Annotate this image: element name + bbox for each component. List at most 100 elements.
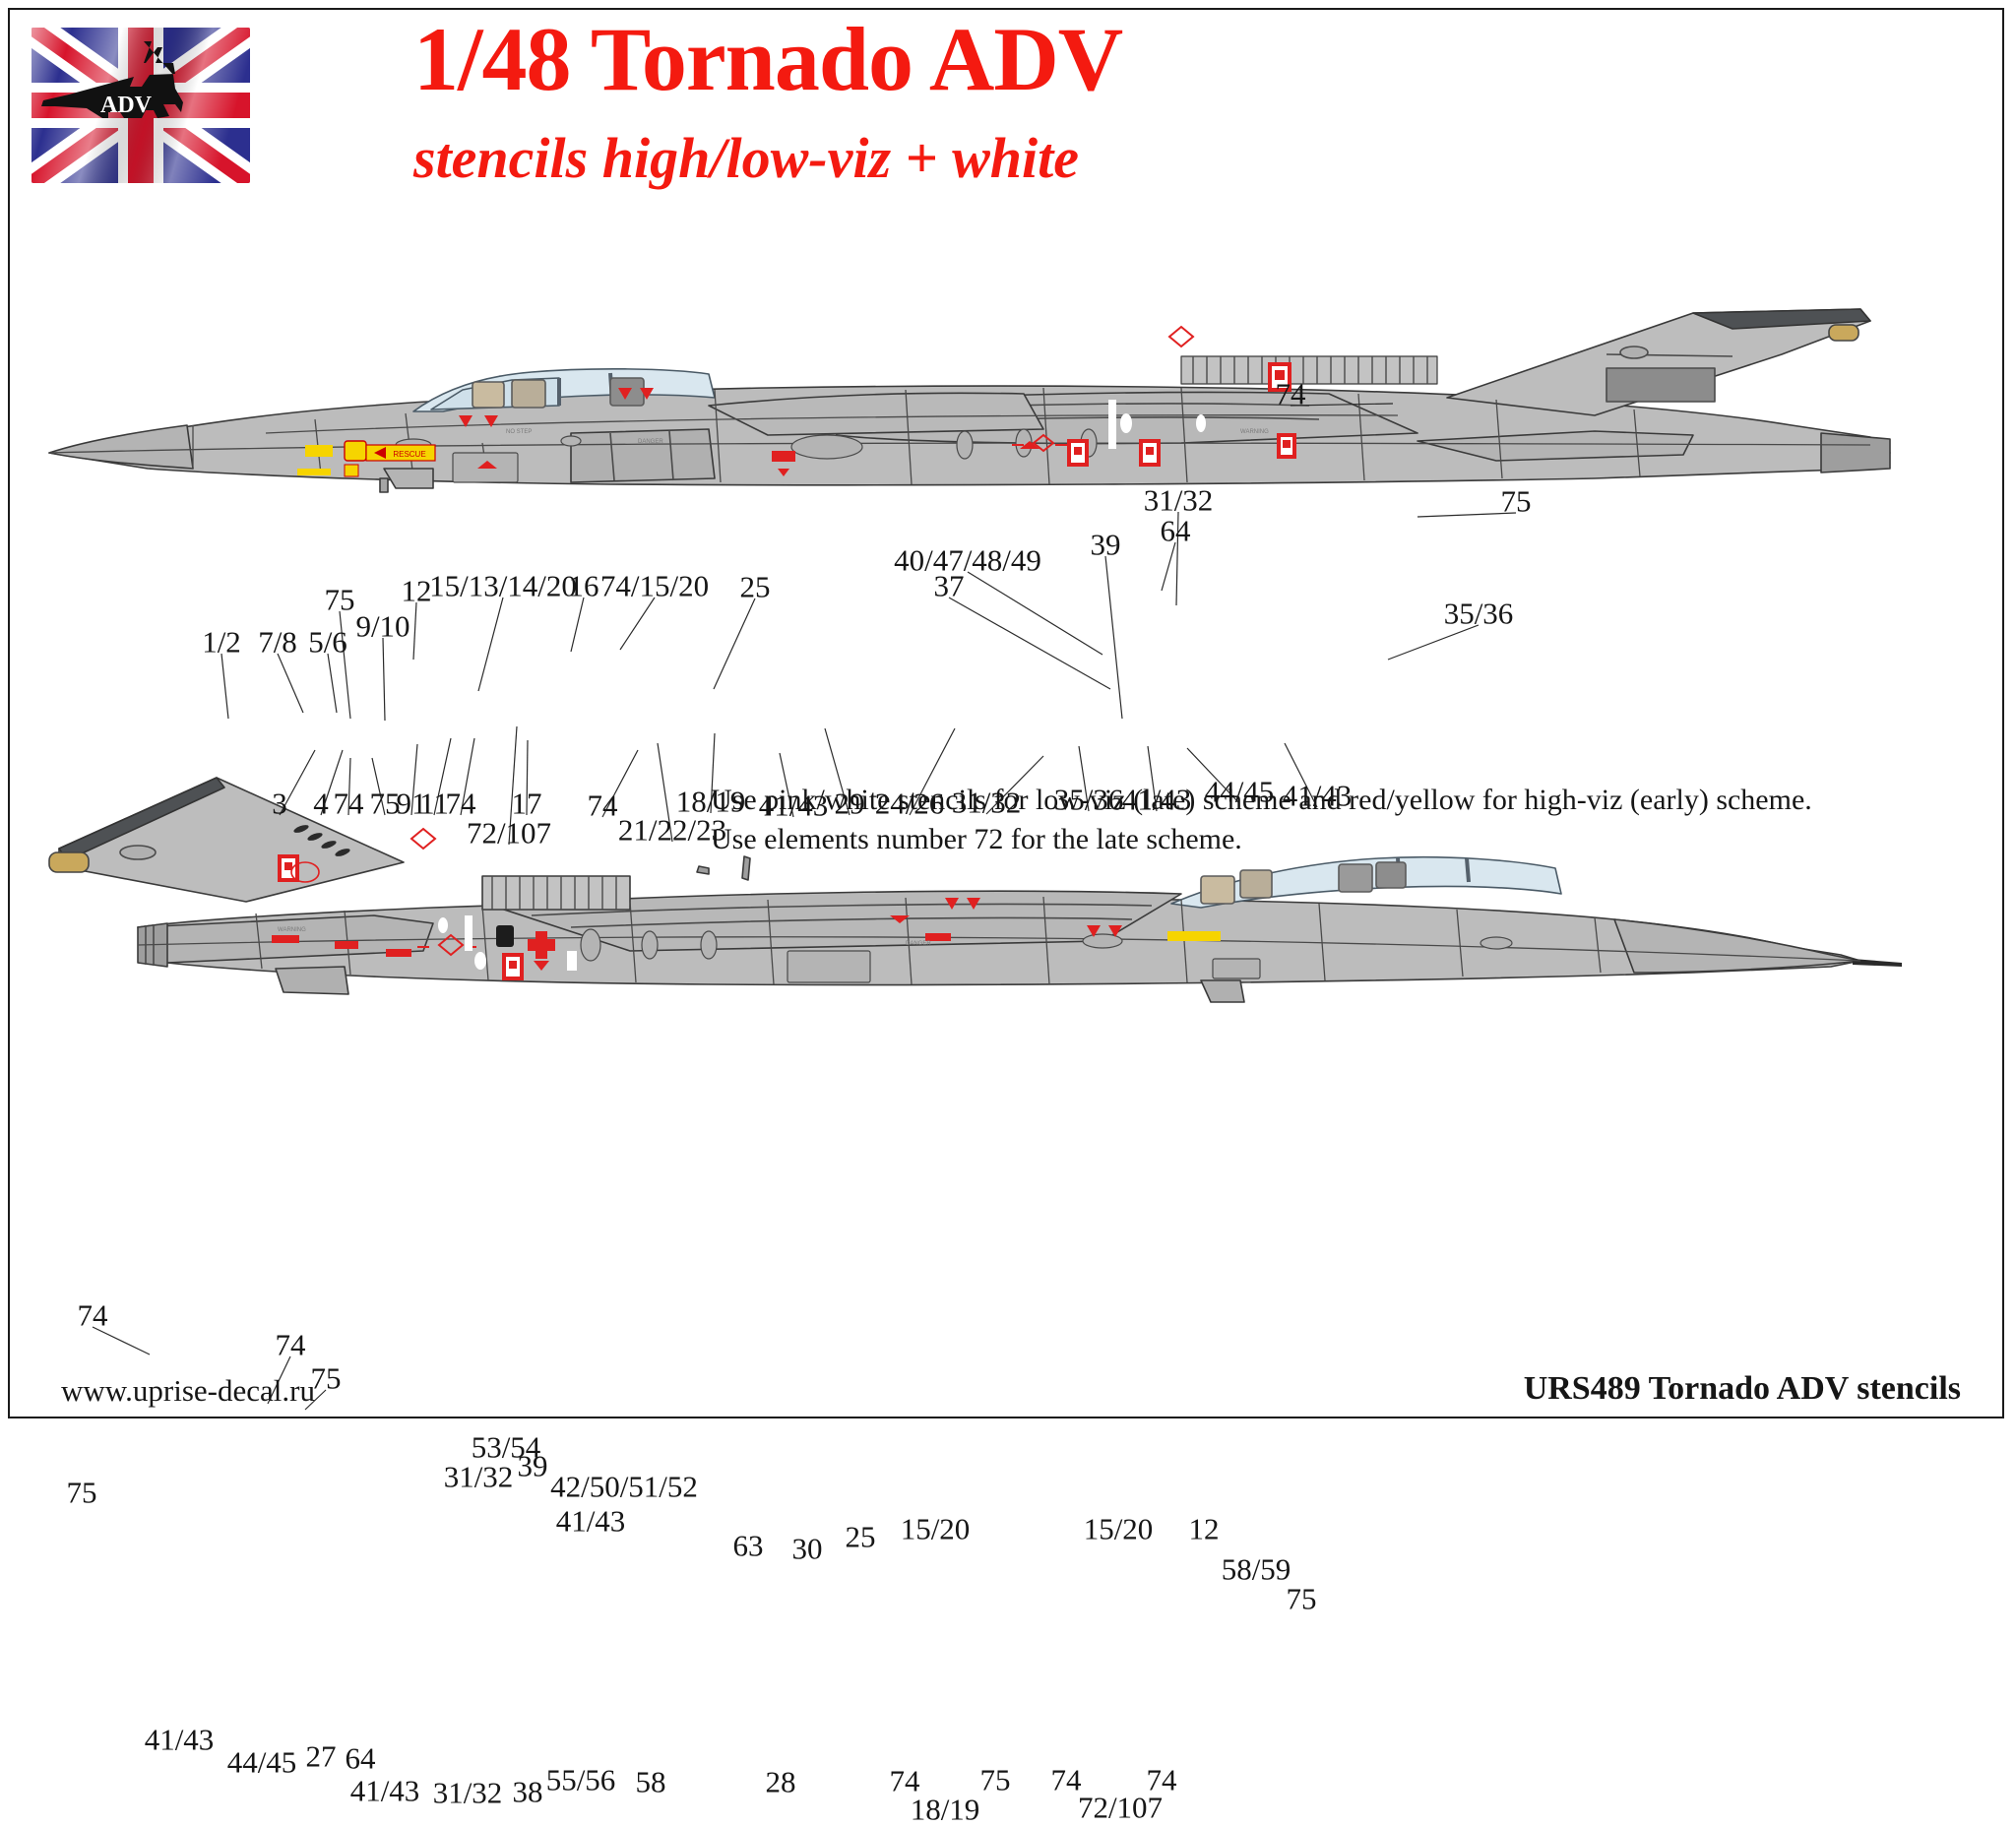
leader-line <box>220 653 229 720</box>
callout-label-74: 74 <box>889 1763 920 1798</box>
leader-line <box>277 653 304 714</box>
svg-text:DANGER: DANGER <box>638 439 663 445</box>
callout-label-91: 91 <box>396 786 427 821</box>
callout-label-74: 74 <box>77 1297 108 1333</box>
callout-label-58-59: 58/59 <box>1221 1551 1292 1587</box>
leader-line <box>570 597 585 653</box>
callout-label-75: 75 <box>324 582 355 617</box>
callout-label-63: 63 <box>732 1528 764 1563</box>
callout-label-31-32: 31/32 <box>951 785 1022 820</box>
callout-label-41-43: 41/43 <box>349 1773 420 1808</box>
callout-label-31-32: 31/32 <box>432 1775 503 1810</box>
callout-label-18-19: 18/19 <box>675 784 746 819</box>
callout-label-44-45: 44/45 <box>226 1744 297 1780</box>
callout-label-3: 3 <box>272 786 287 821</box>
callout-label-75: 75 <box>1500 483 1532 519</box>
callout-label-15-20: 15/20 <box>1083 1511 1154 1546</box>
callout-label-55-56: 55/56 <box>545 1762 616 1797</box>
callout-label-74: 74 <box>333 786 364 821</box>
callout-label-74: 74 <box>445 786 476 821</box>
callout-label-1-2: 1/2 <box>202 624 241 660</box>
svg-text:RESCUE: RESCUE <box>393 450 425 459</box>
union-jack-adv-logo: ADV <box>26 18 262 195</box>
note-line-2: Use elements number 72 for the late sche… <box>711 822 1242 855</box>
leader-line <box>1104 555 1123 720</box>
callout-label-64: 64 <box>345 1740 376 1776</box>
callout-label-42-50-51-52: 42/50/51/52 <box>550 1469 698 1504</box>
callout-label-7-8: 7/8 <box>258 624 297 660</box>
callout-label-15-20: 15/20 <box>900 1511 971 1546</box>
sheet-border <box>8 8 2004 1418</box>
callout-label-11: 11 <box>419 786 449 821</box>
callout-label-74: 74 <box>1275 376 1306 411</box>
callout-label-41-43: 41/43 <box>144 1722 215 1757</box>
callout-label-29: 29 <box>834 786 865 821</box>
callout-label-75: 75 <box>979 1762 1011 1797</box>
tornado-adv-starboard-side-view: DANGER WARNING <box>20 758 1969 1083</box>
callout-label-41-43: 41/43 <box>758 788 829 823</box>
callout-label-35-36: 35/36 <box>1053 782 1124 817</box>
callout-label-41-43: 41/43 <box>555 1503 626 1539</box>
callout-label-25: 25 <box>845 1519 876 1554</box>
stencil-marks: DANGER WARNING <box>272 825 1221 980</box>
svg-text:WARNING: WARNING <box>1240 429 1269 435</box>
product-code: URS489 Tornado ADV stencils <box>1523 1370 1961 1407</box>
callout-label-38: 38 <box>512 1774 543 1809</box>
callout-label-74: 74 <box>587 788 618 823</box>
callout-label-31-32: 31/32 <box>443 1459 514 1494</box>
callout-label-28: 28 <box>765 1764 796 1799</box>
page-subtitle: stencils high/low-viz + white <box>413 126 1079 190</box>
callout-label-30: 30 <box>791 1531 823 1566</box>
callout-label-21-22-23: 21/22/23 <box>617 812 727 848</box>
svg-text:WARNING: WARNING <box>278 927 306 933</box>
callout-label-64: 64 <box>1160 513 1191 548</box>
callout-label-74-15-20: 74/15/20 <box>599 568 710 603</box>
callout-label-41-43: 41/43 <box>1282 778 1353 813</box>
leader-line <box>382 637 386 722</box>
callout-label-39: 39 <box>1090 527 1121 562</box>
callout-label-35-36: 35/36 <box>1443 596 1514 631</box>
callout-label-27: 27 <box>305 1738 337 1774</box>
website-url[interactable]: www.uprise-decal.ru <box>61 1373 315 1408</box>
stencil-marks: RESCUE <box>297 325 1296 477</box>
callout-label-74: 74 <box>1050 1762 1082 1797</box>
callout-label-25: 25 <box>739 569 771 604</box>
callout-label-12: 12 <box>1188 1511 1220 1546</box>
scheme-notes: Use pink/white stencils for low-viz (lat… <box>711 781 1981 858</box>
logo-text: ADV <box>100 93 153 118</box>
callout-label-72-107: 72/107 <box>1077 1790 1164 1825</box>
svg-text:NO STEP: NO STEP <box>506 429 532 435</box>
page-title: 1/48 Tornado ADV <box>413 9 1123 109</box>
callout-label-72-107: 72/107 <box>466 815 552 850</box>
decal-instruction-sheet: ADV 1/48 Tornado ADV stencils high/low-v… <box>8 8 2004 1825</box>
callout-label-12: 12 <box>401 573 432 608</box>
callout-label-15-13-14-20: 15/13/14/20 <box>429 568 577 603</box>
callout-label-4: 4 <box>313 786 329 821</box>
callout-label-18-19: 18/19 <box>910 1792 980 1827</box>
note-line-1: Use pink/white stencils for low-viz (lat… <box>711 784 1812 816</box>
leader-line <box>713 598 756 690</box>
callout-label-41-43: 41/43 <box>1121 782 1192 817</box>
svg-text:DANGER: DANGER <box>906 941 931 947</box>
tornado-adv-port-side-view: RESCUE <box>20 295 1969 551</box>
leader-line <box>327 653 338 714</box>
callout-label-39: 39 <box>517 1448 548 1483</box>
callout-label-74: 74 <box>275 1327 306 1362</box>
leader-line <box>967 571 1103 656</box>
callout-label-16: 16 <box>568 568 599 603</box>
tornado-silhouette-icon <box>41 41 183 118</box>
callout-label-24-26: 24/26 <box>874 786 945 821</box>
callout-label-44-45: 44/45 <box>1204 774 1275 809</box>
callout-label-40-47-48-49: 40/47/48/49 <box>894 542 1041 578</box>
leader-line <box>412 601 417 661</box>
callout-label-5-6: 5/6 <box>308 624 347 660</box>
callout-label-75: 75 <box>66 1475 97 1510</box>
callout-label-58: 58 <box>635 1764 666 1799</box>
callout-label-75: 75 <box>1286 1581 1317 1616</box>
callout-label-9-10: 9/10 <box>355 608 410 644</box>
callout-label-17: 17 <box>511 786 542 821</box>
callout-label-75: 75 <box>369 786 401 821</box>
leader-line <box>477 597 504 692</box>
leader-line <box>619 597 656 651</box>
callout-label-31-32: 31/32 <box>1143 482 1214 518</box>
